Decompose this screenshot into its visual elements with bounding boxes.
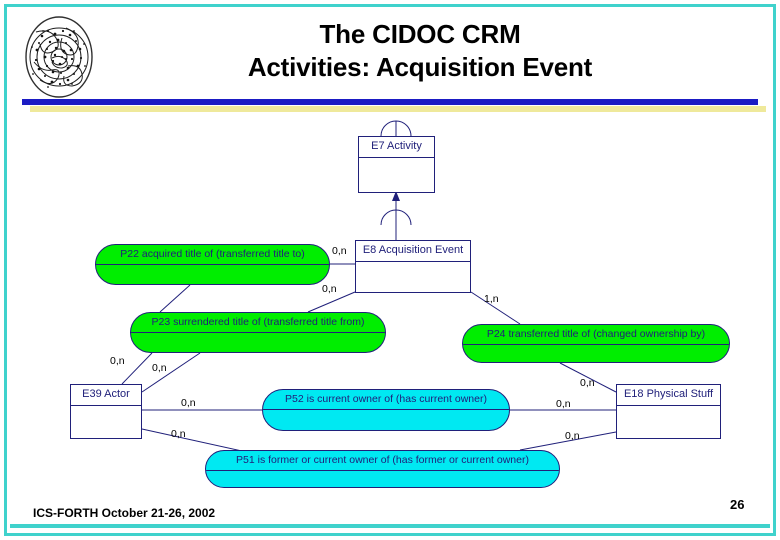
property-label-p51: P51 is former or current owner of (has f… (206, 451, 559, 471)
edge-p24-e18 (559, 362, 617, 393)
generalization-arrowhead (392, 191, 400, 201)
phaistos-disc-logo-icon (22, 14, 96, 100)
class-box-e7-activity[interactable]: E7 Activity (358, 136, 435, 193)
title-line-2: Activities: Acquisition Event (247, 52, 593, 82)
cardinality-label-p24-e18: 0,n (580, 377, 595, 389)
header-rule-blue (22, 99, 758, 105)
property-label-p52: P52 is current owner of (has current own… (263, 390, 509, 410)
page-number: 26 (730, 497, 745, 512)
cardinality-label-e8-p23: 0,n (322, 283, 337, 295)
edge-p22-p23 (159, 284, 191, 313)
class-body-e39 (71, 406, 141, 438)
cardinality-label-e39-p52: 0,n (181, 397, 196, 409)
class-title-e8: E8 Acquisition Event (356, 241, 470, 262)
cardinality-label-e8-p24: 1,n (484, 293, 499, 305)
property-box-p51[interactable]: P51 is former or current owner of (has f… (205, 450, 560, 488)
class-box-e8-acquisition-event[interactable]: E8 Acquisition Event (355, 240, 471, 293)
page-title: The CIDOC CRM Activities: Acquisition Ev… (120, 18, 720, 84)
property-label-p23: P23 surrendered title of (transferred ti… (131, 313, 385, 333)
property-box-p23[interactable]: P23 surrendered title of (transferred ti… (130, 312, 386, 353)
edge-p23-e39-a (121, 352, 153, 385)
class-body-e7 (359, 158, 434, 192)
footer-attribution: ICS-FORTH October 21-26, 2002 (33, 506, 216, 520)
property-label-p24: P24 transferred title of (changed owners… (463, 325, 729, 345)
header-rule-yellow (30, 106, 766, 112)
cardinality-label-p51-e18: 0,n (565, 430, 580, 442)
cardinality-label-p22-e8: 0,n (332, 245, 347, 257)
class-body-e18 (617, 406, 720, 438)
property-box-p24[interactable]: P24 transferred title of (changed owners… (462, 324, 730, 363)
cardinality-label-p23-e39-a: 0,n (110, 355, 125, 367)
class-body-e8 (356, 262, 470, 292)
edge-e8-p23 (307, 291, 356, 313)
class-box-e18-physical-stuff[interactable]: E18 Physical Stuff (616, 384, 721, 439)
title-line-1: The CIDOC CRM (319, 19, 521, 49)
class-box-e39-actor[interactable]: E39 Actor (70, 384, 142, 439)
cardinality-label-p23-e39-b: 0,n (152, 362, 167, 374)
edge-p23-e39-b (141, 352, 201, 393)
property-box-p22[interactable]: P22 acquired title of (transferred title… (95, 244, 330, 285)
footer-rule (10, 524, 770, 528)
edge-e8-p24 (470, 291, 521, 325)
property-label-p22: P22 acquired title of (transferred title… (96, 245, 329, 265)
edge-p51-e18 (519, 431, 617, 451)
class-title-e7: E7 Activity (359, 137, 434, 158)
cardinality-label-p52-e18: 0,n (556, 398, 571, 410)
cardinality-label-e39-p51: 0,n (171, 428, 186, 440)
property-box-p52[interactable]: P52 is current owner of (has current own… (262, 389, 510, 431)
class-title-e18: E18 Physical Stuff (617, 385, 720, 406)
class-title-e39: E39 Actor (71, 385, 141, 406)
